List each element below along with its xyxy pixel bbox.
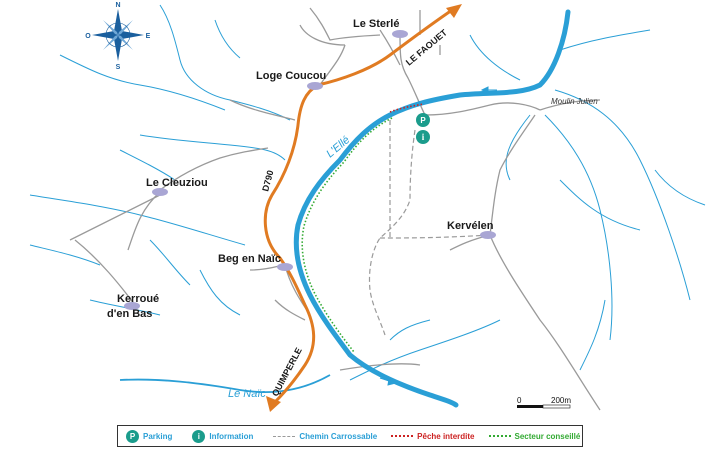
label-le-naic: Le Naïc bbox=[228, 388, 266, 400]
svg-text:0: 0 bbox=[517, 396, 522, 405]
marker-le-sterle bbox=[392, 30, 408, 38]
scale-bar: 0 200m bbox=[517, 396, 571, 409]
parking-icon[interactable]: P bbox=[416, 113, 430, 127]
label-kerroue-1: Kerroué bbox=[117, 293, 159, 305]
marker-kerroue bbox=[124, 302, 140, 310]
marker-kervelen bbox=[480, 231, 496, 239]
svg-text:O: O bbox=[85, 33, 91, 40]
marker-loge-coucou bbox=[307, 82, 323, 90]
compass-rose: N S E O bbox=[85, 2, 150, 71]
legend-chemin: Chemin Carrossable bbox=[273, 432, 377, 441]
label-kerroue-2: d'en Bas bbox=[107, 308, 152, 320]
label-moulin-julien: Moulin Julien bbox=[551, 97, 598, 106]
peche-line-icon bbox=[391, 435, 414, 437]
svg-text:N: N bbox=[115, 2, 120, 9]
legend-information: i Information bbox=[192, 429, 254, 443]
streams bbox=[29, 4, 706, 381]
svg-text:S: S bbox=[116, 64, 121, 71]
legend-chemin-label: Chemin Carrossable bbox=[299, 431, 378, 441]
secteur-conseille-path bbox=[301, 117, 393, 353]
legend-parking-label: Parking bbox=[143, 431, 173, 441]
legend: P Parking i Information Chemin Carrossab… bbox=[117, 425, 583, 447]
minor-roads bbox=[69, 7, 601, 411]
svg-text:i: i bbox=[422, 132, 425, 142]
legend-parking: P Parking bbox=[126, 429, 173, 443]
road-d790 bbox=[263, 6, 456, 404]
label-le-cleuziou: Le Cleuziou bbox=[146, 177, 208, 189]
arrow-quimperle bbox=[266, 396, 281, 412]
legend-secteur-label: Secteur conseillé bbox=[514, 431, 581, 441]
parking-icon-legend: P bbox=[126, 429, 139, 443]
river-le-naic bbox=[119, 374, 331, 394]
svg-text:200m: 200m bbox=[551, 396, 571, 405]
arrow-le-faouet bbox=[446, 4, 462, 18]
information-icon-legend: i bbox=[192, 429, 206, 443]
marker-le-cleuziou bbox=[152, 188, 168, 196]
chemins-carrossables bbox=[368, 120, 491, 336]
svg-text:E: E bbox=[146, 33, 151, 40]
river-lelle bbox=[293, 9, 571, 408]
marker-beg-en-naic bbox=[277, 263, 293, 271]
chemin-line-icon bbox=[273, 435, 296, 437]
legend-secteur: Secteur conseillé bbox=[488, 431, 581, 441]
label-beg-en-naic: Beg en Naïc bbox=[218, 253, 281, 265]
label-kervelen: Kervélen bbox=[447, 220, 494, 232]
label-le-faouet: LE FAOUET bbox=[404, 27, 449, 67]
legend-peche-label: Pêche interdite bbox=[417, 431, 475, 441]
peche-interdite-path bbox=[389, 103, 425, 113]
legend-peche: Pêche interdite bbox=[391, 431, 475, 441]
place-markers bbox=[124, 30, 496, 310]
label-le-sterle: Le Sterlé bbox=[353, 18, 399, 30]
information-icon[interactable]: i bbox=[416, 130, 430, 144]
flow-arrows bbox=[379, 86, 497, 386]
secteur-line-icon bbox=[488, 435, 511, 437]
legend-information-label: Information bbox=[209, 431, 254, 441]
label-loge-coucou: Loge Coucou bbox=[256, 70, 326, 82]
label-d790: D790 bbox=[260, 169, 275, 192]
svg-text:P: P bbox=[420, 116, 426, 125]
